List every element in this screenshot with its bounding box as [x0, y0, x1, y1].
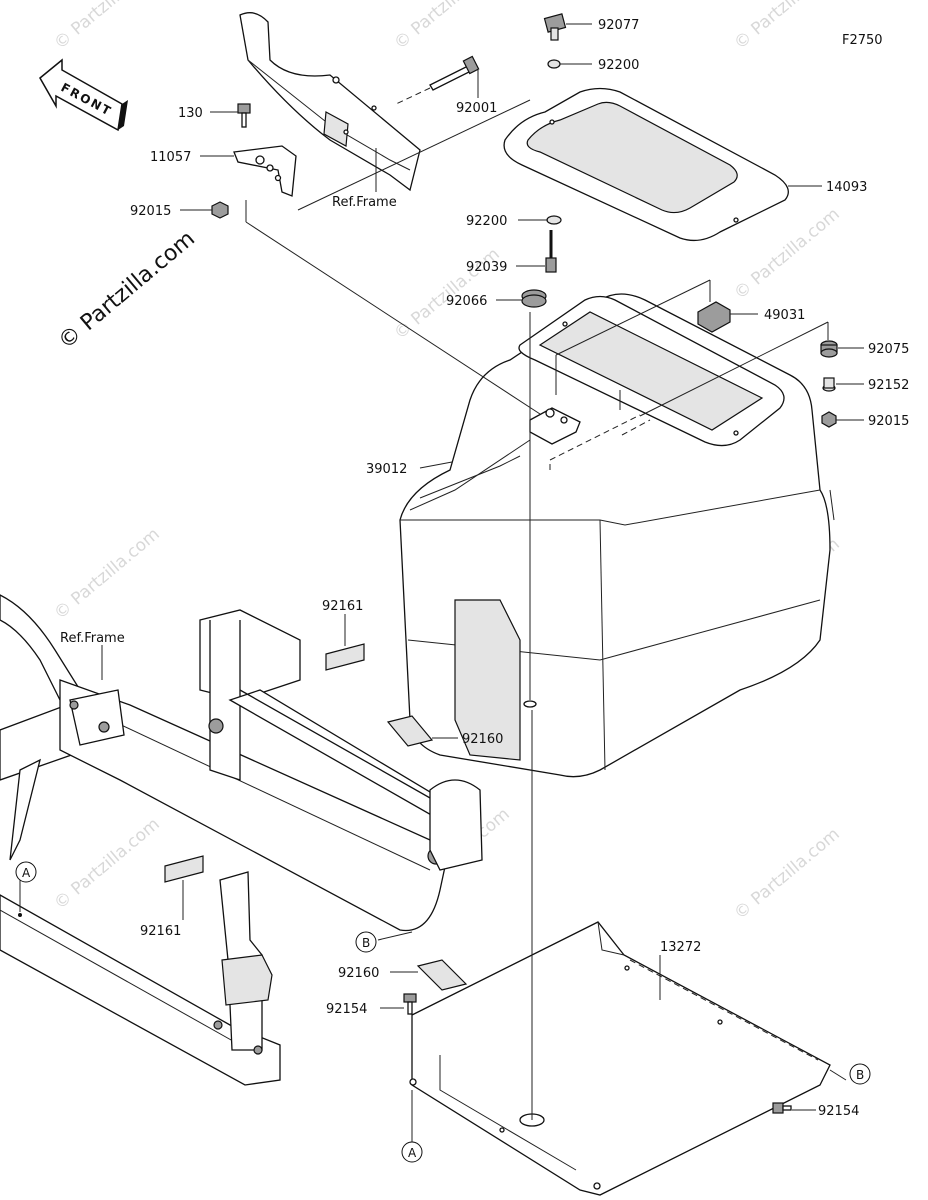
- svg-text:B: B: [856, 1068, 864, 1082]
- label-130: 130: [178, 106, 203, 121]
- label-92001: 92001: [456, 101, 497, 116]
- label-92200: 92200: [598, 58, 639, 73]
- decal-92160b-icon: [416, 959, 468, 991]
- bracket-11057-icon: [233, 145, 297, 197]
- bolt-92154a-icon: [403, 993, 417, 1015]
- marker-b-right: B: [849, 1063, 871, 1085]
- svg-text:A: A: [408, 1146, 417, 1160]
- label-92039: 92039: [466, 260, 507, 275]
- rivet-92039-icon: [545, 230, 557, 273]
- watermark: © Partzilla.com: [50, 0, 163, 54]
- nut-92015-icon: [211, 201, 229, 219]
- decal-92161b-icon: [164, 855, 204, 883]
- storage-box-39012-icon: [399, 293, 835, 778]
- label-92200b: 92200: [466, 214, 507, 229]
- label-14093: 14093: [826, 180, 867, 195]
- label-92154: 92154: [326, 1002, 367, 1017]
- svg-text:B: B: [362, 936, 370, 950]
- label-92066: 92066: [446, 294, 487, 309]
- lower-frame: [0, 594, 483, 1086]
- key-92077-icon: [543, 13, 567, 41]
- lid-14093-icon: [503, 87, 789, 242]
- watermark: © Partzilla.com: [730, 824, 843, 924]
- watermark: © Partzilla.com: [50, 814, 163, 914]
- front-arrow-icon: FRONT: [39, 58, 128, 132]
- washer-92200-icon: [547, 59, 561, 69]
- label-92077: 92077: [598, 18, 639, 33]
- diagram-code: F2750: [842, 33, 883, 48]
- leader-lines: [19, 23, 864, 1142]
- label-92075: 92075: [868, 342, 909, 357]
- label-92154b: 92154: [818, 1104, 859, 1119]
- label-13272: 13272: [660, 940, 701, 955]
- collar-92152-icon: [822, 377, 836, 392]
- label-92160: 92160: [462, 732, 503, 747]
- label-92160b: 92160: [338, 966, 379, 981]
- decal-92160a-icon: [386, 715, 434, 747]
- label-92161b: 92161: [140, 924, 181, 939]
- label-11057: 11057: [150, 150, 191, 165]
- upper-frame: [239, 12, 421, 192]
- skid-plate-13272-icon: [409, 921, 831, 1196]
- grommet-92075-icon: [820, 340, 838, 358]
- bolt-130-icon: [237, 103, 251, 128]
- washer-92200b-icon: [546, 215, 562, 225]
- label-49031: 49031: [764, 308, 805, 323]
- clip-49031-icon: [697, 301, 731, 333]
- marker-b-mid: B: [355, 931, 377, 953]
- marker-a-bottom: A: [401, 1141, 423, 1163]
- marker-a-left: A: [15, 861, 37, 883]
- nut-92015b-icon: [821, 411, 837, 428]
- cap-92066-icon: [521, 289, 547, 308]
- bolt-92001-icon: [395, 55, 480, 105]
- label-92152: 92152: [868, 378, 909, 393]
- watermark: © Partzilla.com: [50, 524, 163, 624]
- svg-text:A: A: [22, 866, 31, 880]
- decal-92161a-icon: [325, 643, 365, 671]
- partzilla-watermark: © Partzilla.com: [54, 226, 200, 354]
- ref-frame-label: Ref.Frame: [332, 195, 397, 210]
- label-39012: 39012: [366, 462, 407, 477]
- bolt-92154b-icon: [772, 1102, 792, 1114]
- ref-frame-label-2: Ref.Frame: [60, 631, 125, 646]
- label-92015b: 92015: [868, 414, 909, 429]
- label-92161: 92161: [322, 599, 363, 614]
- watermark: © Partzilla.com: [730, 0, 843, 54]
- watermark: © Partzilla.com: [390, 0, 503, 54]
- label-92015: 92015: [130, 204, 171, 219]
